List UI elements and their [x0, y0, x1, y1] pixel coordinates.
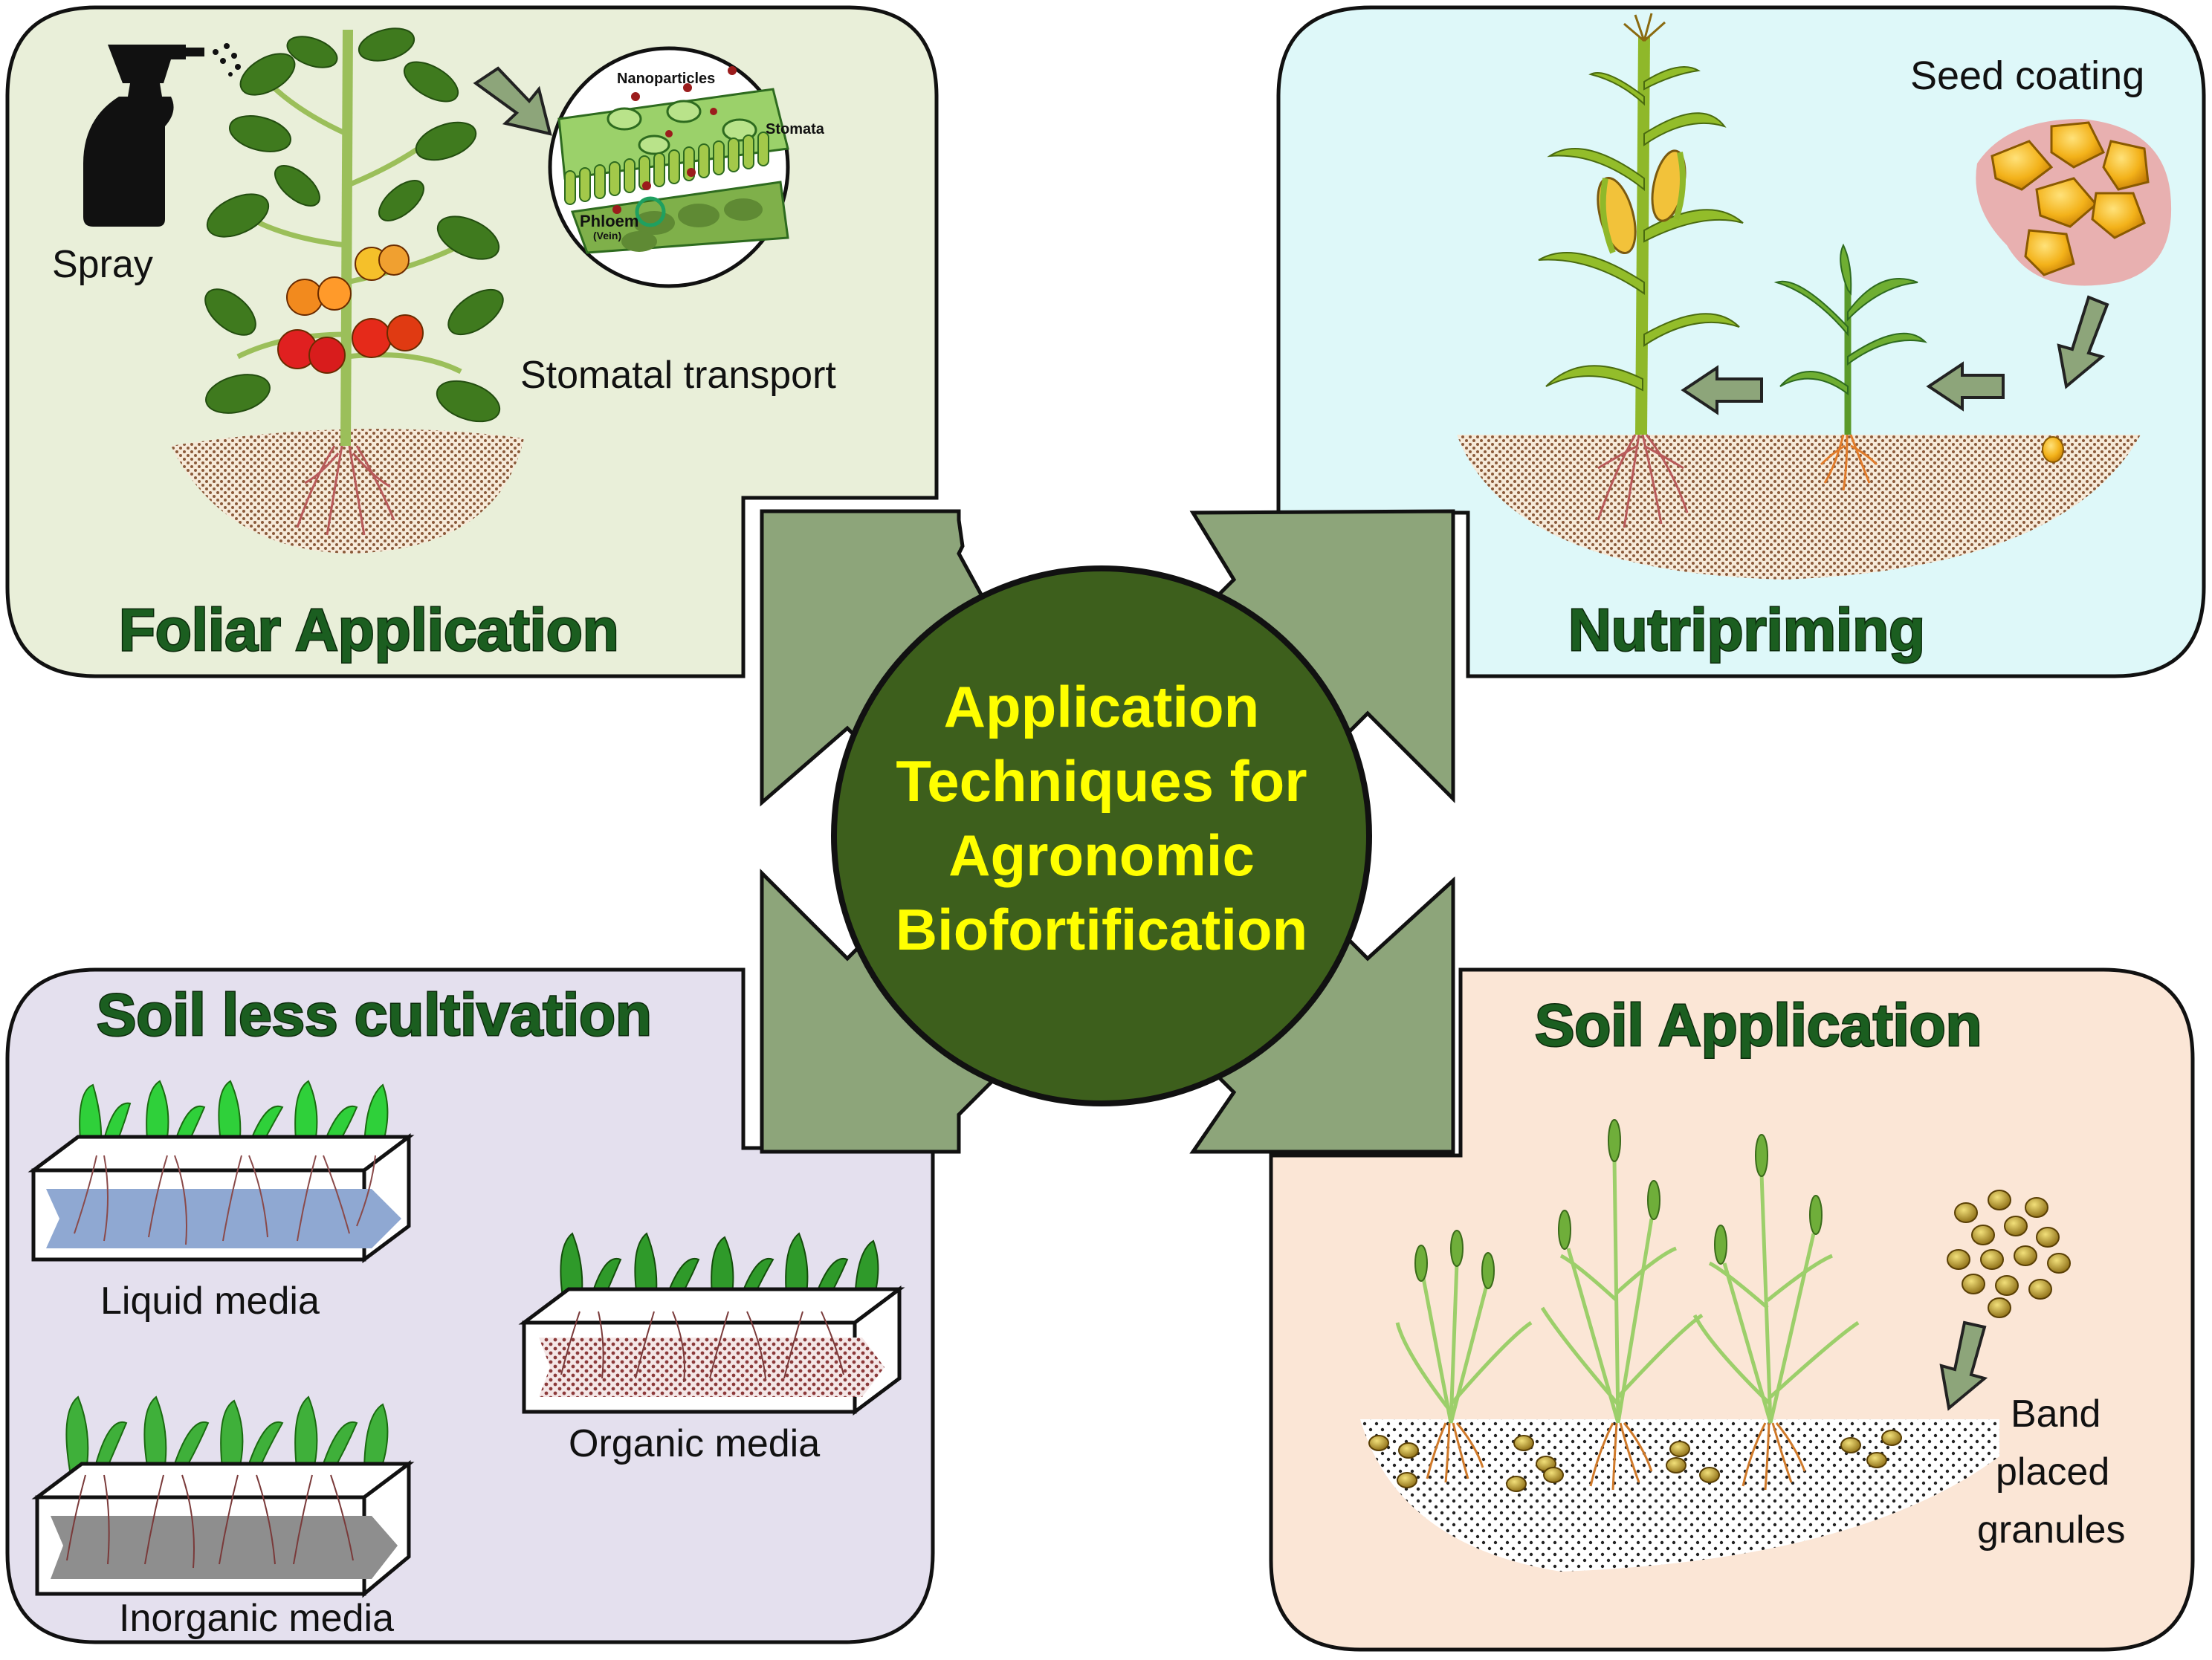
foliar-title: Foliar Application [119, 597, 619, 663]
liquid-media-tray-icon [28, 1080, 415, 1263]
soil-granules-icon [1368, 1430, 1902, 1492]
panel-soilless: Soil less cultivation [5, 967, 935, 1644]
wheat-plant [1540, 1119, 1704, 1491]
growth-arrow-1-icon [1681, 365, 1763, 415]
wheat-plants-icon [1395, 1119, 1860, 1491]
nanoparticles-label: Nanoparticles [617, 71, 715, 87]
stomata-label: Stomata [766, 121, 825, 137]
center-title-line-1: Application [944, 674, 1260, 739]
liquid-media-label: Liquid media [100, 1280, 320, 1323]
nutripriming-soil [1457, 435, 2141, 580]
wheat-plant [1395, 1230, 1533, 1483]
center-title-line-2: Techniques for [896, 748, 1307, 814]
nutripriming-title: Nutripriming [1568, 597, 1925, 663]
spray-label: Spray [52, 243, 153, 286]
soilless-title: Soil less cultivation [97, 982, 652, 1048]
seed-coating-label: Seed coating [1910, 54, 2144, 98]
inorganic-media-label: Inorganic media [119, 1597, 394, 1640]
center-title-line-3: Agronomic [948, 823, 1255, 888]
seed-kernels-icon [1976, 119, 2172, 286]
soil-band [1360, 1419, 1999, 1572]
vein-label: (Vein) [593, 230, 621, 241]
inorganic-media-tray-icon [31, 1395, 415, 1598]
band-label-line-2: placed [1996, 1450, 2109, 1494]
arrow-to-inset-icon [473, 66, 552, 136]
phloem-label: Phloem [580, 212, 638, 230]
center-circle [831, 565, 1372, 1106]
seed-in-soil-icon [2042, 436, 2064, 463]
soil-title: Soil Application [1535, 992, 1982, 1058]
stomata-inset-icon: Nanoparticles Stomata Phloem (Vein) [548, 46, 825, 288]
stomatal-transport-label: Stomatal transport [520, 354, 836, 397]
panel-soil: Soil Application [1269, 967, 2195, 1652]
center-hub: Application Techniques for Agronomic Bio… [831, 565, 1372, 1106]
maize-seedling-icon [1773, 243, 1928, 491]
growth-arrow-2-icon [1926, 361, 2005, 412]
organic-media-tray-icon [518, 1232, 905, 1416]
band-label-line-1: Band [2011, 1392, 2101, 1436]
maize-plant-icon [1538, 13, 1744, 528]
band-label-line-3: granules [1977, 1508, 2125, 1552]
seed-arrow-icon [2057, 295, 2109, 389]
wheat-plant [1692, 1134, 1860, 1491]
organic-media-label: Organic media [569, 1422, 820, 1465]
center-title-line-4: Biofortification [896, 897, 1308, 962]
spray-bottle-icon [83, 43, 241, 227]
granule-cluster-icon [1947, 1190, 2071, 1318]
tomato-plant-icon [171, 27, 524, 554]
granule-arrow-icon [1939, 1320, 1988, 1411]
panel-nutripriming: Seed coating [1276, 5, 2206, 678]
panel-foliar: Spray [5, 5, 939, 678]
